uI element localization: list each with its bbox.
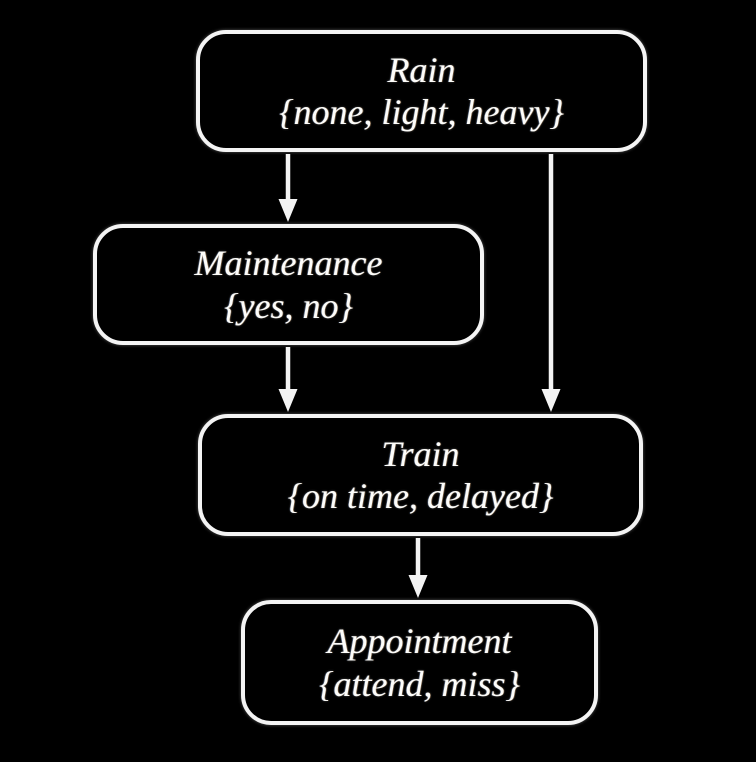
- arrowhead-icon: [408, 575, 428, 598]
- node-appointment[interactable]: Appointment {attend, miss}: [241, 600, 598, 725]
- node-rain[interactable]: Rain {none, light, heavy}: [196, 30, 647, 152]
- node-train-states: {on time, delayed}: [287, 476, 554, 516]
- node-maintenance[interactable]: Maintenance {yes, no}: [93, 224, 484, 345]
- edge-rain-to-train: [541, 154, 561, 412]
- edge-train-to-appointment: [408, 538, 428, 598]
- node-appointment-title: Appointment: [327, 621, 512, 662]
- node-train[interactable]: Train {on time, delayed}: [198, 414, 643, 536]
- arrowhead-icon: [541, 389, 561, 412]
- edge-rain-to-maintenance: [278, 154, 298, 222]
- node-maintenance-states: {yes, no}: [224, 285, 353, 326]
- arrowhead-icon: [278, 389, 298, 412]
- node-rain-title: Rain: [387, 49, 456, 90]
- node-train-title: Train: [381, 433, 460, 474]
- arrowhead-icon: [278, 199, 298, 222]
- node-appointment-states: {attend, miss}: [319, 663, 520, 704]
- node-rain-states: {none, light, heavy}: [279, 92, 564, 132]
- edge-maintenance-to-train: [278, 347, 298, 412]
- node-maintenance-title: Maintenance: [194, 243, 383, 284]
